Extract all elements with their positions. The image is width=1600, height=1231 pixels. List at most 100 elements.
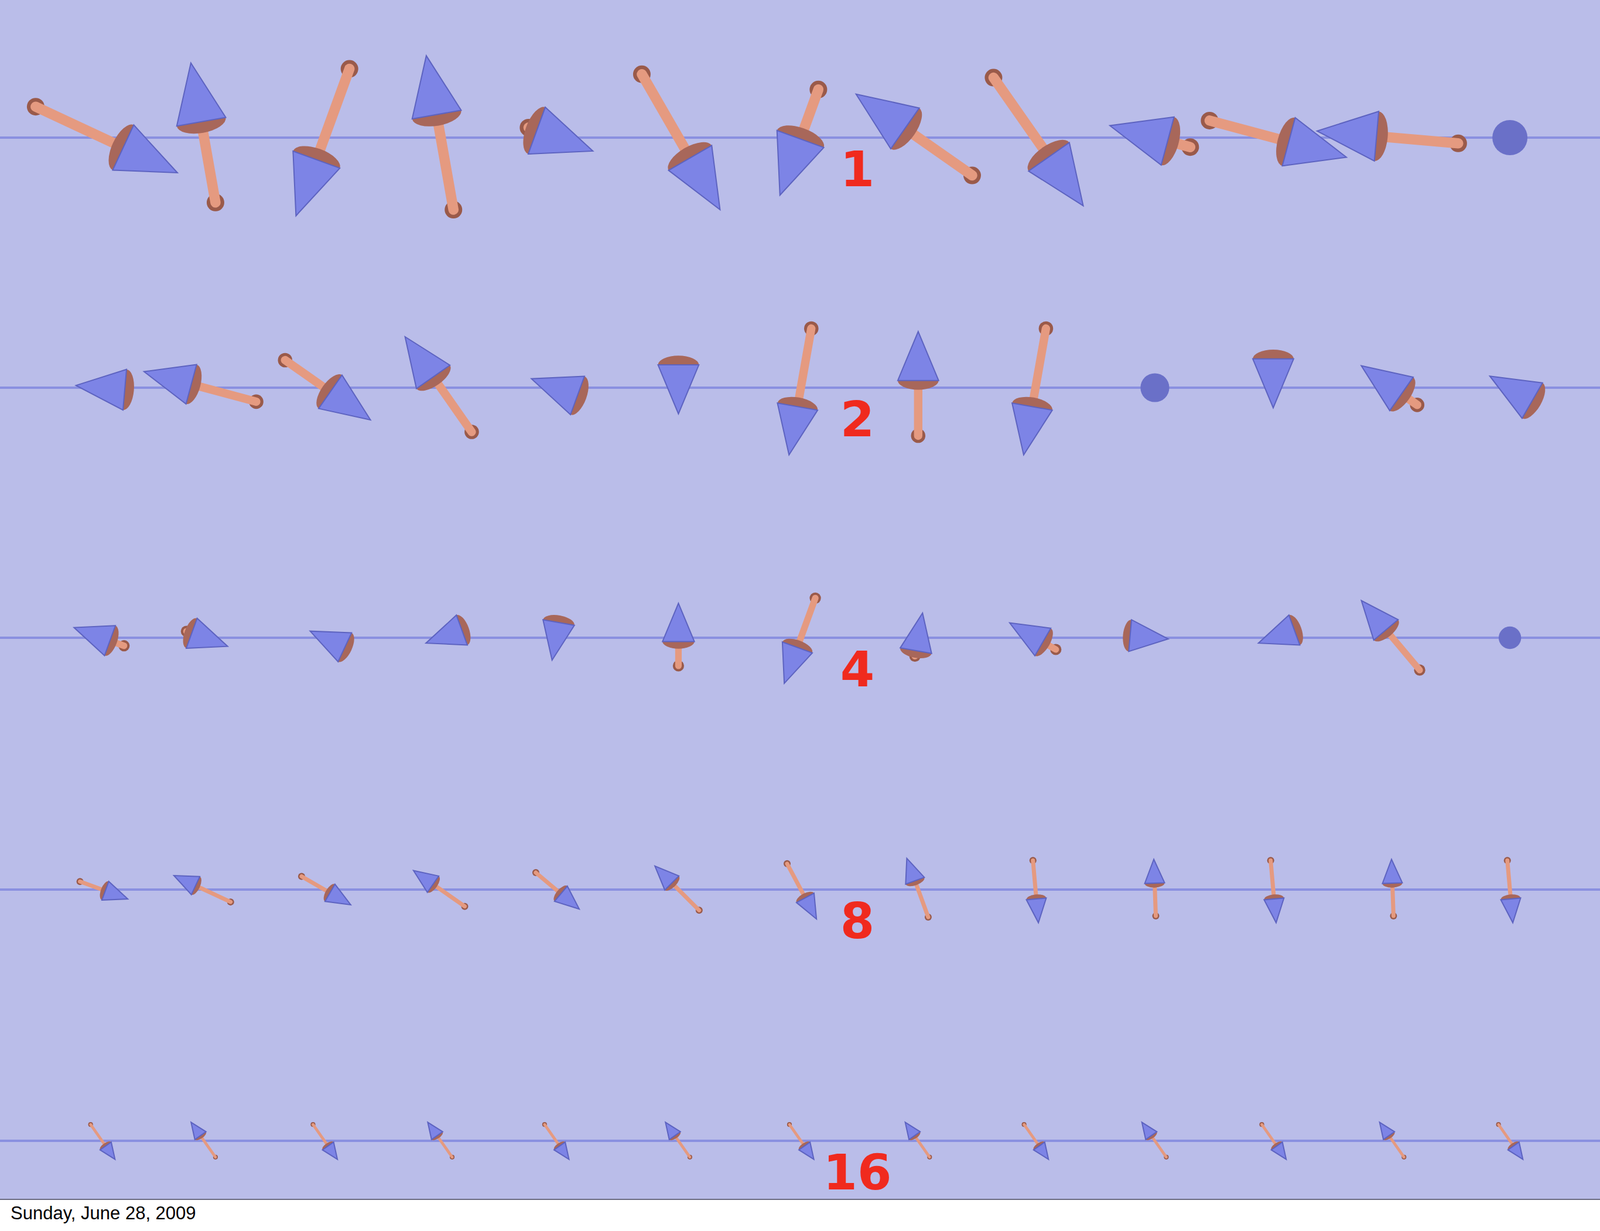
spin-arrow [1263, 856, 1285, 923]
spin-dot [1498, 626, 1521, 649]
spin-arrow [1252, 349, 1294, 408]
spin-rod [914, 880, 929, 918]
spin-cone [1382, 859, 1403, 884]
spin-cone [412, 55, 462, 119]
spin-arrow [1361, 366, 1425, 417]
spin-arrow [1200, 111, 1347, 169]
spin-arrow [658, 355, 700, 414]
spin-arrow [984, 69, 1083, 207]
render-background [0, 0, 1600, 1200]
date-footer: Sunday, June 28, 2009 [10, 1204, 197, 1223]
spin-cone [1361, 600, 1399, 641]
spin-cone [322, 1142, 338, 1160]
row-label: 1 [836, 144, 878, 194]
spin-arrow [532, 869, 580, 909]
spin-rod [1270, 860, 1275, 899]
spin-arrow [898, 613, 933, 662]
spin-rod [1392, 883, 1394, 916]
spin-dot [1140, 373, 1169, 402]
spin-cone [1109, 117, 1175, 166]
spin-cone [1361, 366, 1414, 412]
spin-rod [1507, 860, 1511, 899]
spin-arrow [1317, 110, 1468, 163]
spin-arrow [531, 373, 593, 418]
spin-cone [427, 1122, 443, 1140]
spin-cone [1028, 142, 1083, 206]
spin-cone [186, 618, 228, 649]
spin-cone [777, 130, 825, 196]
spin-cone [1033, 1142, 1049, 1160]
spin-rod [195, 885, 231, 902]
spin-cone [796, 893, 817, 919]
spin-rod [191, 384, 257, 402]
spin-cone [1026, 897, 1047, 923]
spin-arrow [633, 65, 721, 210]
spin-arrow [76, 368, 136, 411]
spin-cone [100, 1142, 115, 1160]
spin-rod [1209, 120, 1289, 142]
spin-arrow [310, 629, 359, 665]
spin-arrow [26, 97, 178, 175]
spin-cone [73, 625, 116, 656]
spin-arrow [1258, 612, 1307, 648]
spin-arrow [783, 860, 817, 919]
spin-arrow [905, 1122, 933, 1160]
spin-arrow [1121, 619, 1169, 652]
spin-rod [201, 121, 216, 203]
spin-cone [1501, 897, 1521, 923]
spin-cone [318, 375, 371, 421]
spin-rod [432, 884, 465, 907]
spin-arrow [517, 103, 593, 159]
spin-arrow [144, 361, 264, 409]
spin-arrow [1144, 859, 1165, 920]
spin-rod [1154, 883, 1157, 916]
spin-cone [1128, 619, 1168, 652]
spin-cone [176, 62, 227, 126]
spin-rod [914, 1135, 931, 1158]
spin-cone [668, 145, 721, 210]
spin-cone [190, 1122, 206, 1140]
spin-rod [797, 597, 816, 648]
spin-cone [101, 881, 128, 901]
spin-rod [544, 1124, 560, 1147]
spin-cone [900, 613, 932, 654]
spin-arrow [425, 612, 474, 648]
spin-cone [542, 619, 575, 661]
spin-arrow [427, 1122, 455, 1160]
spin-cone [76, 369, 127, 410]
spin-cone [554, 886, 580, 909]
spin-cone [528, 107, 593, 155]
spin-cone [112, 124, 177, 173]
spin-rod [1498, 1124, 1514, 1147]
spin-arrow [1361, 600, 1426, 676]
spin-rod [1376, 136, 1458, 144]
spin-cone [1379, 1122, 1395, 1140]
spin-arrow [1496, 1122, 1524, 1160]
spin-arrow [289, 60, 359, 217]
spin-rod [1031, 328, 1046, 407]
spin-cone [405, 336, 451, 389]
spin-rod [1151, 1135, 1167, 1158]
spin-rod [789, 1124, 805, 1147]
spin-arrow [310, 1122, 338, 1160]
spin-rod [200, 1135, 216, 1158]
spin-arrow [1382, 859, 1403, 920]
spin-arrow [654, 866, 703, 915]
spin-arrow [190, 1122, 218, 1160]
spin-arrow [88, 1122, 116, 1160]
spin-cone [905, 1122, 921, 1140]
spin-rod [674, 1135, 690, 1158]
spin-cone [905, 858, 925, 885]
spin-cone [782, 641, 813, 684]
spin-arrow [1489, 375, 1551, 423]
row-label: 16 [819, 1147, 896, 1198]
spin-cone [897, 331, 939, 381]
spin-arrow [1500, 856, 1521, 923]
spin-arrow [773, 80, 828, 196]
spin-arrow [1492, 120, 1528, 156]
spin-arrow [413, 870, 468, 910]
spin-arrow [897, 331, 939, 443]
spin-cone [1317, 111, 1379, 162]
spin-cone [662, 603, 694, 642]
spin-arrow [405, 336, 480, 440]
